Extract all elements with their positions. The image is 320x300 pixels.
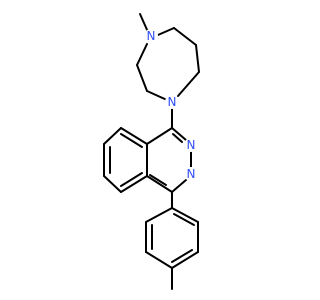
atom-n-pyridazine-top: N [187, 138, 196, 152]
bond-aryl-4 [145, 251, 173, 269]
bond-n3-c4 [171, 179, 187, 193]
bond-c6-c5 [103, 175, 122, 193]
bond-aryl-1 [171, 207, 199, 223]
bond-methyl-n [139, 13, 149, 33]
bond-ring-2 [173, 27, 197, 46]
bond-c8-c7 [103, 127, 122, 145]
bond-ring-7 [136, 43, 148, 66]
atom-n-methyl: N [147, 29, 156, 43]
bond-aryl-3 [171, 251, 199, 269]
bond-aryl-1-double [173, 213, 195, 226]
bond-aryl-3-double [171, 249, 193, 263]
bond-ring-5 [146, 90, 168, 101]
structure-canvas: N N N N [103, 13, 200, 290]
bond-ring-6 [136, 64, 148, 92]
bond-c1-n2-double [172, 133, 183, 143]
bond-ring-4 [177, 71, 200, 97]
molecule-structure: N N N N [103, 13, 200, 290]
bond-aryl-6 [145, 207, 173, 223]
bond-c8a-c8-double [120, 133, 143, 148]
atom-n-ring-attach: N [168, 95, 177, 109]
bond-c8a-c1 [146, 127, 173, 145]
atom-n-pyridazine-bottom: N [187, 167, 196, 181]
bond-c1-n2 [171, 127, 187, 141]
bond-c5-c4a-double [120, 172, 143, 187]
bond-c8a-c8 [120, 127, 148, 145]
bond-c4-c4a-double [149, 174, 167, 186]
bond-c5-c4a [120, 175, 148, 193]
bond-ring-3 [195, 44, 200, 73]
bond-c4-c4a [146, 175, 173, 193]
